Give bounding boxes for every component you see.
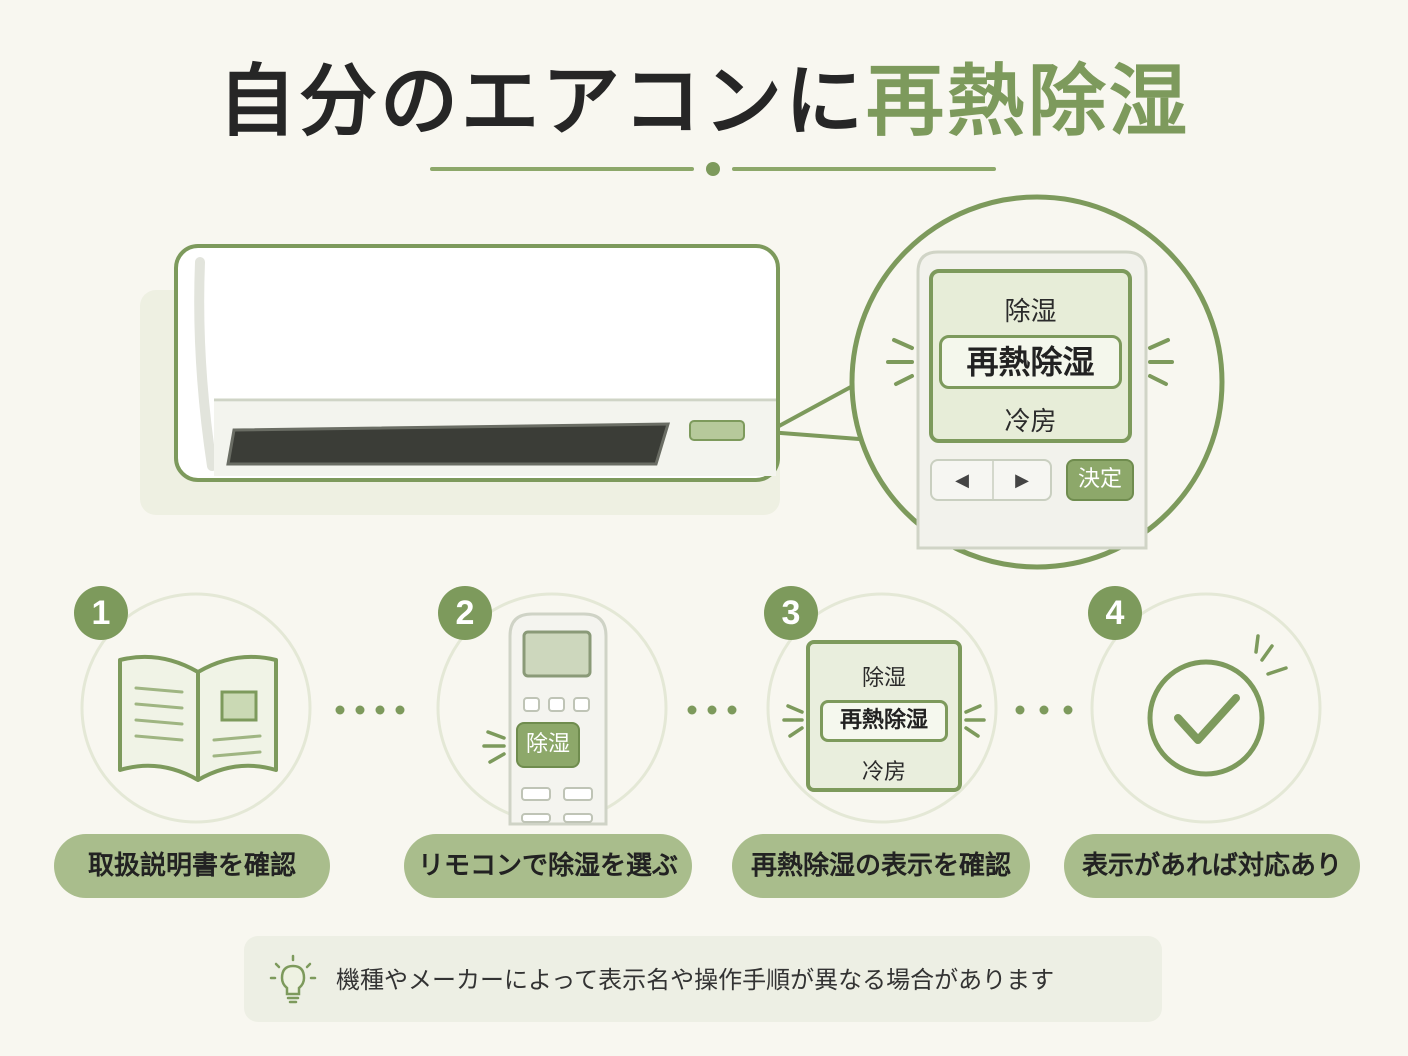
note-box: [244, 936, 1162, 1022]
zoom-menu-item-cooling: 冷房: [1004, 407, 1057, 437]
title-highlight: 再熱除湿: [866, 57, 1191, 147]
step-number-3: 3: [764, 586, 818, 640]
display-icon: [782, 704, 986, 738]
lightbulb-icon: [269, 954, 317, 1004]
connector-dots: [335, 705, 1073, 715]
aircon-indicator-light: [689, 420, 745, 441]
step-label-4: 表示があれば対応あり: [1064, 834, 1360, 898]
step-number-2: 2: [438, 586, 492, 640]
step-number-4: 4: [1088, 586, 1142, 640]
note-text: 機種やメーカーによって表示名や操作手順が異なる場合があります: [336, 966, 1055, 994]
zoom-remote-display: 除湿 再熱除湿 冷房: [929, 269, 1132, 443]
step-label-3: 再熱除湿の表示を確認: [732, 834, 1030, 898]
zoom-menu-item-dehumidify: 除湿: [1004, 297, 1057, 327]
left-arrow-icon: ◀: [932, 461, 994, 499]
zoom-arrow-pad: ◀ ▶: [930, 459, 1052, 501]
title-divider: [430, 162, 996, 176]
page-title: 自分のエアコンに再熱除湿: [0, 52, 1408, 152]
step-label-1: 取扱説明書を確認: [54, 834, 330, 898]
aircon-unit: [174, 244, 780, 482]
aircon-scene: [140, 194, 1225, 570]
right-arrow-icon: ▶: [1015, 469, 1029, 491]
step3-display: 除湿 再熱除湿 冷房: [806, 640, 962, 792]
step3-menu-item-cooling: 冷房: [861, 760, 906, 785]
remote-dehumidify-button: 除湿: [516, 722, 580, 768]
remote-icon: [482, 612, 608, 826]
step3-menu-item-dehumidify: 除湿: [861, 666, 906, 691]
zoom-menu-item-reheat-selected: 再熱除湿: [939, 335, 1122, 389]
steps-illustration: [80, 592, 1322, 826]
book-icon: [118, 654, 278, 782]
check-icon: [1147, 634, 1288, 777]
step3-menu-item-reheat-selected: 再熱除湿: [820, 700, 948, 742]
title-main: 自分のエアコンに: [217, 57, 866, 147]
step-label-2: リモコンで除湿を選ぶ: [404, 834, 692, 898]
zoom-ok-button: 決定: [1066, 459, 1134, 501]
step-number-1: 1: [74, 586, 128, 640]
